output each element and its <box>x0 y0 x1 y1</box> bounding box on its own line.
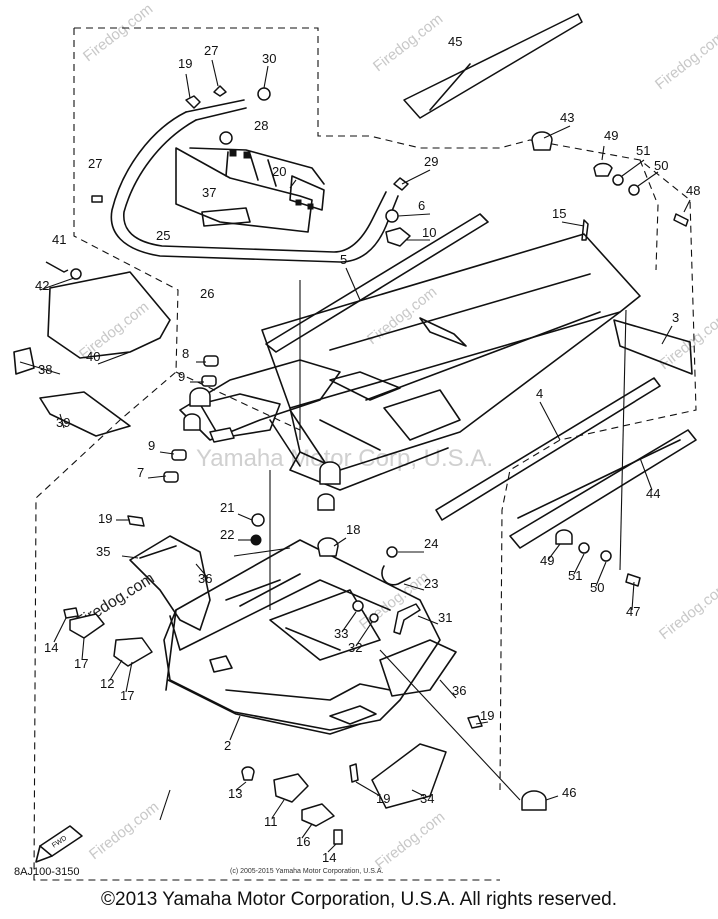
lower-frame <box>129 535 457 735</box>
callout-49: 49 <box>604 128 618 143</box>
watermark-site-3: Firedog.com <box>652 28 718 93</box>
callout-22: 22 <box>220 527 234 542</box>
watermark-site-10: Firedog.com <box>372 808 448 873</box>
callout-28: 28 <box>254 118 268 133</box>
watermark-group: Firedog.com Firedog.com Firedog.com Fire… <box>73 0 718 873</box>
callout-32: 32 <box>348 640 362 655</box>
callout-36: 36 <box>452 683 466 698</box>
callout-51: 51 <box>636 143 650 158</box>
callout-42: 42 <box>35 278 49 293</box>
watermark-site-5: Firedog.com <box>364 283 440 348</box>
callout-14: 14 <box>44 640 58 655</box>
callout-47: 47 <box>626 604 640 619</box>
callout-20: 20 <box>272 164 286 179</box>
callout-40: 40 <box>86 349 100 364</box>
callout-10: 10 <box>422 225 436 240</box>
callout-8: 8 <box>182 346 189 361</box>
callout-2: 2 <box>224 738 231 753</box>
left-side-plates <box>13 271 171 437</box>
callout-4: 4 <box>536 386 543 401</box>
callout-6: 6 <box>418 198 425 213</box>
callout-21: 21 <box>220 500 234 515</box>
callout-17: 17 <box>120 688 134 703</box>
fwd-arrow-icon: FWD <box>35 825 83 863</box>
callout-19: 19 <box>376 791 390 806</box>
watermark-site-2: Firedog.com <box>370 10 446 75</box>
top-hardware <box>45 85 411 280</box>
callout-12: 12 <box>100 676 114 691</box>
callout-23: 23 <box>424 576 438 591</box>
callout-37: 37 <box>202 185 216 200</box>
watermark-site-9: Firedog.com <box>86 798 162 863</box>
callout-9: 9 <box>148 438 155 453</box>
part-45-strip <box>403 13 583 119</box>
callout-19: 19 <box>480 708 494 723</box>
callout-9: 9 <box>178 369 185 384</box>
callout-38: 38 <box>38 362 52 377</box>
callout-29: 29 <box>424 154 438 169</box>
callout-15: 15 <box>552 206 566 221</box>
callout-35: 35 <box>96 544 110 559</box>
callout-24: 24 <box>424 536 438 551</box>
watermark-site-1: Firedog.com <box>80 0 156 65</box>
callout-33: 33 <box>334 626 348 641</box>
rear-hardware <box>531 131 689 241</box>
front-bumper-assembly <box>110 99 399 263</box>
callout-16: 16 <box>296 834 310 849</box>
callout-31: 31 <box>438 610 452 625</box>
callout-43: 43 <box>560 110 574 125</box>
callout-48: 48 <box>686 183 700 198</box>
callout-36: 36 <box>198 571 212 586</box>
copyright-footer: ©2013 Yamaha Motor Corporation, U.S.A. A… <box>101 889 617 910</box>
callout-11: 11 <box>264 814 278 829</box>
callout-46: 46 <box>562 785 576 800</box>
callout-17: 17 <box>74 656 88 671</box>
callout-19: 19 <box>178 56 192 71</box>
part-44-bar <box>517 439 681 519</box>
callout-51: 51 <box>568 568 582 583</box>
callout-27: 27 <box>88 156 102 171</box>
callout-44: 44 <box>646 486 660 501</box>
callout-5: 5 <box>340 252 347 267</box>
callout-50: 50 <box>654 158 668 173</box>
leader-lines <box>19 59 691 853</box>
dashed-boundaries <box>33 27 697 881</box>
callout-3: 3 <box>672 310 679 325</box>
callout-49: 49 <box>540 553 554 568</box>
callout-50: 50 <box>590 580 604 595</box>
left-bushings <box>163 355 235 483</box>
callout-13: 13 <box>228 786 242 801</box>
callout-45: 45 <box>448 34 462 49</box>
diagram-code: 8AJ100-3150 <box>14 866 80 878</box>
copyright-small: (c) 2005-2015 Yamaha Motor Corporation, … <box>230 868 384 875</box>
lower-hardware <box>63 513 641 845</box>
callout-41: 41 <box>52 232 66 247</box>
callout-7: 7 <box>137 465 144 480</box>
watermark-site-8: Firedog.com <box>656 578 718 643</box>
main-frame <box>179 213 697 549</box>
callout-30: 30 <box>262 51 276 66</box>
callout-39: 39 <box>56 415 70 430</box>
callout-27: 27 <box>204 43 218 58</box>
callout-26: 26 <box>200 286 214 301</box>
callout-18: 18 <box>346 522 360 537</box>
callout-34: 34 <box>420 791 434 806</box>
callout-19: 19 <box>98 511 112 526</box>
callout-25: 25 <box>156 228 170 243</box>
callout-14: 14 <box>322 850 336 865</box>
